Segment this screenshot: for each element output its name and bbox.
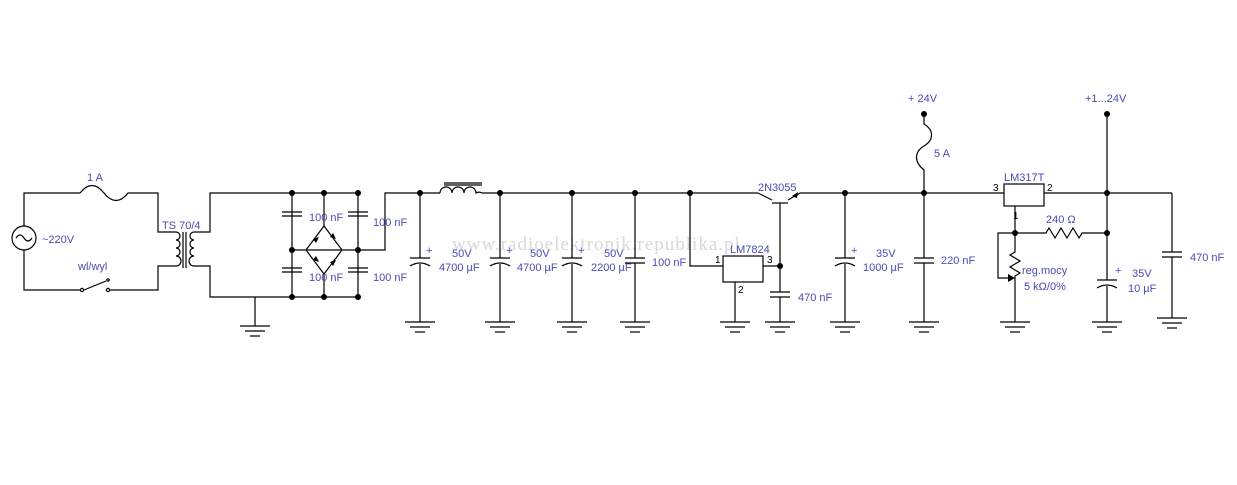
ac-source bbox=[11, 192, 80, 291]
label-switch: wl/wyl bbox=[77, 261, 107, 273]
label-c6-voltage: 35V bbox=[876, 248, 896, 260]
label-reg1-pin1: 1 bbox=[715, 255, 721, 266]
transformer bbox=[175, 192, 358, 298]
filter-capacitors bbox=[405, 190, 650, 333]
rectifier-output-wire bbox=[358, 192, 440, 251]
label-main-fuse: 1 A bbox=[87, 172, 104, 184]
label-c8-value: 10 µF bbox=[1128, 283, 1157, 295]
label-c4-value: 100 nF bbox=[652, 257, 687, 269]
label-c1-plus: + bbox=[426, 245, 432, 257]
label-resistor: 240 Ω bbox=[1046, 214, 1076, 226]
label-c3-plus: + bbox=[578, 245, 584, 257]
label-c1-voltage: 50V bbox=[452, 248, 472, 260]
label-reg2-pin3: 3 bbox=[993, 183, 999, 194]
label-pot-name: reg.mocy bbox=[1022, 265, 1068, 277]
label-bridge-cap-tr: 100 nF bbox=[373, 217, 408, 229]
label-c2-voltage: 50V bbox=[530, 248, 550, 260]
label-regulator1: LM7824 bbox=[730, 244, 770, 256]
choke-inductor bbox=[439, 182, 483, 195]
label-c2-value: 4700 µF bbox=[517, 262, 558, 274]
label-reg2-pin1: 1 bbox=[1013, 211, 1019, 222]
lm7824-regulator bbox=[687, 190, 795, 333]
label-transformer: TS 70/4 bbox=[162, 220, 201, 232]
label-c6-plus: + bbox=[851, 245, 857, 257]
label-regulator2: LM317T bbox=[1004, 172, 1045, 184]
label-bridge-cap-br: 100 nF bbox=[373, 272, 408, 284]
label-reg1-pin3: 3 bbox=[767, 255, 773, 266]
label-c6-value: 1000 µF bbox=[863, 262, 904, 274]
output-capacitors bbox=[830, 190, 939, 333]
label-c8-plus: + bbox=[1115, 265, 1121, 277]
power-switch bbox=[79, 265, 176, 293]
label-reg1-pin2: 2 bbox=[738, 285, 744, 296]
label-reg2-pin2: 2 bbox=[1047, 183, 1053, 194]
label-bridge-cap-bl: 100 nF bbox=[309, 272, 344, 284]
label-c3-value: 2200 µF bbox=[591, 262, 632, 274]
label-source-voltage: ~220V bbox=[42, 234, 75, 246]
label-transistor: 2N3055 bbox=[758, 182, 797, 194]
label-c8-voltage: 35V bbox=[1132, 268, 1152, 280]
label-c2-plus: + bbox=[506, 245, 512, 257]
bridge-rectifier bbox=[240, 190, 368, 337]
output-24v-fuse bbox=[915, 111, 933, 193]
label-c3-voltage: 50V bbox=[604, 248, 624, 260]
label-output-24v: + 24V bbox=[908, 93, 938, 105]
transistor-2n3055 bbox=[757, 192, 801, 212]
label-c5-value: 470 nF bbox=[798, 292, 833, 304]
lm317t-regulator bbox=[997, 111, 1187, 333]
label-c7-value: 220 nF bbox=[941, 255, 976, 267]
label-output-variable: +1...24V bbox=[1085, 93, 1127, 105]
label-c1-value: 4700 µF bbox=[439, 262, 480, 274]
main-fuse bbox=[79, 184, 176, 233]
label-pot-value: 5 kΩ/0% bbox=[1024, 281, 1066, 293]
label-bridge-cap-tl: 100 nF bbox=[309, 212, 344, 224]
watermark-text: www.radioelektronik.republika.pl bbox=[452, 234, 741, 255]
label-output-fuse: 5 A bbox=[934, 148, 951, 160]
label-c9-value: 470 nF bbox=[1190, 252, 1225, 264]
